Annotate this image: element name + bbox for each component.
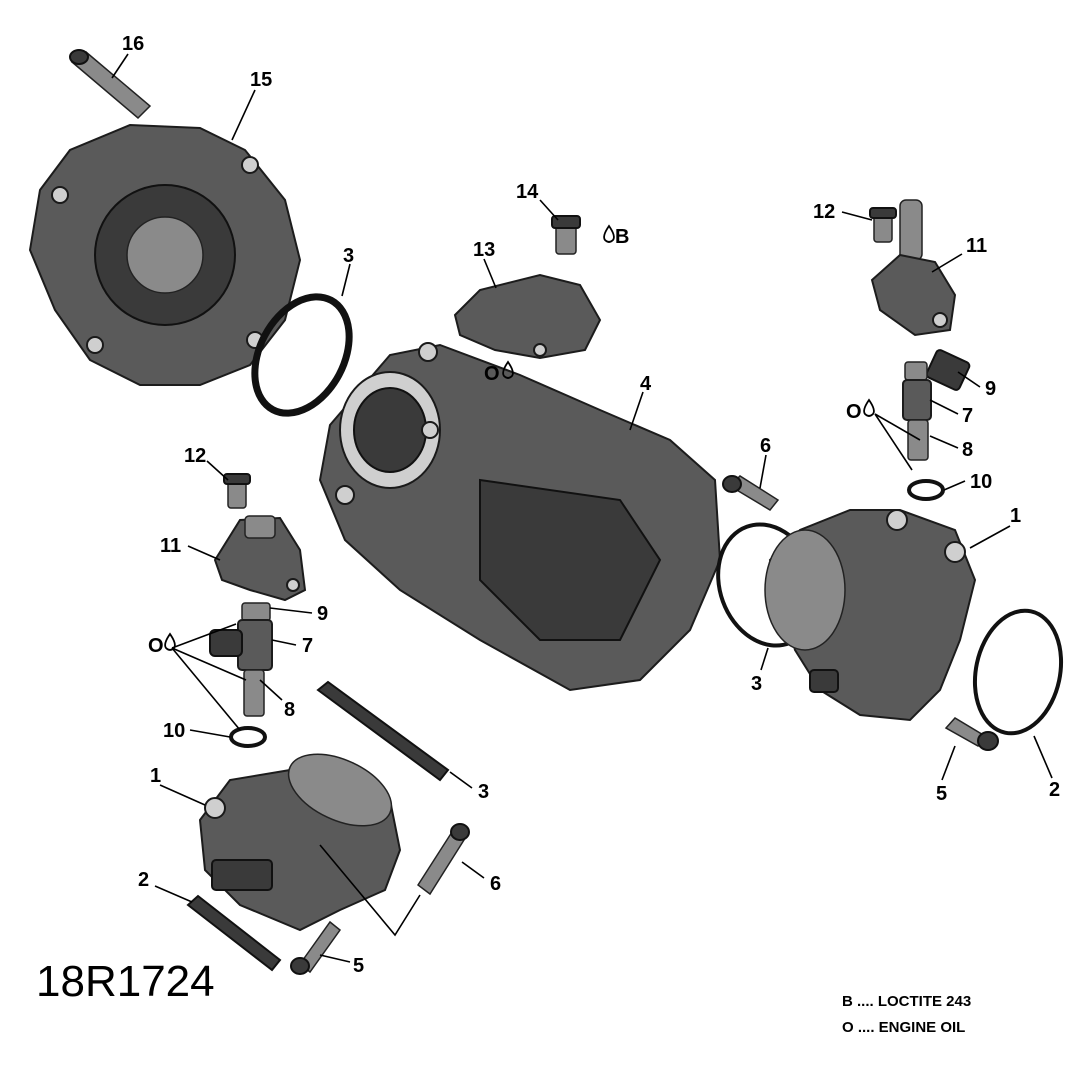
part-2-oring-right bbox=[972, 608, 1064, 736]
part-6-bolt-left bbox=[416, 823, 470, 896]
part-5-bolt-left bbox=[290, 920, 342, 975]
callout-5: 5 bbox=[936, 783, 947, 805]
part-14-bolt bbox=[551, 215, 581, 255]
callout-6: 6 bbox=[490, 873, 501, 895]
part-11-sensor-right bbox=[870, 199, 957, 337]
part-12-bolt-right bbox=[869, 207, 897, 243]
droplet-icon bbox=[502, 360, 514, 379]
callout-3: 3 bbox=[478, 781, 489, 803]
annotation-marks: B O O O bbox=[148, 224, 875, 657]
part-10-oring-right bbox=[907, 479, 945, 501]
callout-14: 14 bbox=[516, 181, 539, 203]
callout-8: 8 bbox=[962, 439, 973, 461]
part-5-bolt-right bbox=[944, 717, 999, 751]
callout-2: 2 bbox=[1049, 779, 1060, 801]
leader-lines bbox=[111, 53, 1053, 963]
part-6-bolt-right bbox=[722, 475, 780, 511]
part-15-housing bbox=[28, 123, 302, 386]
callout-11: 11 bbox=[160, 535, 181, 557]
callout-1: 1 bbox=[1010, 505, 1021, 527]
callout-11: 11 bbox=[966, 235, 987, 257]
legend: B .... LOCTITE 243 O .... ENGINE OIL bbox=[842, 993, 971, 1036]
part-11-sensor-left bbox=[213, 515, 307, 602]
part-2-oring-lower bbox=[186, 894, 282, 972]
oil-mark: O bbox=[846, 401, 862, 423]
callout-2: 2 bbox=[138, 869, 149, 891]
oil-mark: O bbox=[148, 635, 164, 657]
droplet-icon bbox=[603, 224, 615, 243]
callout-6: 6 bbox=[760, 435, 771, 457]
callout-12: 12 bbox=[813, 201, 835, 223]
reference-code: 18R1724 bbox=[36, 957, 215, 1006]
callout-1: 1 bbox=[150, 765, 161, 787]
callout-8: 8 bbox=[284, 699, 295, 721]
part-10-oring-left bbox=[229, 726, 267, 748]
callout-10: 10 bbox=[163, 720, 185, 742]
callout-3: 3 bbox=[751, 673, 762, 695]
callout-9: 9 bbox=[317, 603, 328, 625]
callout-3: 3 bbox=[343, 245, 354, 267]
oil-mark: O bbox=[484, 363, 500, 385]
part-12-bolt-left bbox=[223, 473, 251, 509]
loctite-mark: B bbox=[615, 226, 629, 248]
part-3-oring-lower bbox=[316, 680, 450, 782]
part-16-bolt bbox=[69, 49, 152, 120]
part-1-pump-housing-left bbox=[198, 753, 402, 932]
part-9-7-8-sensor-right bbox=[902, 349, 971, 461]
callout-7: 7 bbox=[962, 405, 973, 427]
callout-15: 15 bbox=[250, 69, 272, 91]
callout-7: 7 bbox=[302, 635, 313, 657]
callout-5: 5 bbox=[353, 955, 364, 977]
callout-13: 13 bbox=[473, 239, 495, 261]
legend-engine-oil: O .... ENGINE OIL bbox=[842, 1019, 965, 1036]
callout-16: 16 bbox=[122, 33, 144, 55]
callout-10: 10 bbox=[970, 471, 992, 493]
droplet-icon bbox=[863, 398, 875, 417]
part-1-pump-housing-right bbox=[764, 509, 977, 722]
callout-9: 9 bbox=[985, 378, 996, 400]
part-9-7-8-sensor-left bbox=[209, 602, 273, 717]
legend-loctite: B .... LOCTITE 243 bbox=[842, 993, 971, 1010]
droplet-icon bbox=[164, 632, 176, 651]
part-4-main-housing bbox=[318, 342, 722, 692]
callout-4: 4 bbox=[640, 373, 652, 395]
callout-labels: 16 15 3 14 13 12 11 4 9 7 8 10 6 1 12 11… bbox=[122, 33, 1060, 977]
part-13-cover bbox=[453, 273, 602, 360]
callout-12: 12 bbox=[184, 445, 206, 467]
part-3-oring-top bbox=[251, 293, 353, 417]
